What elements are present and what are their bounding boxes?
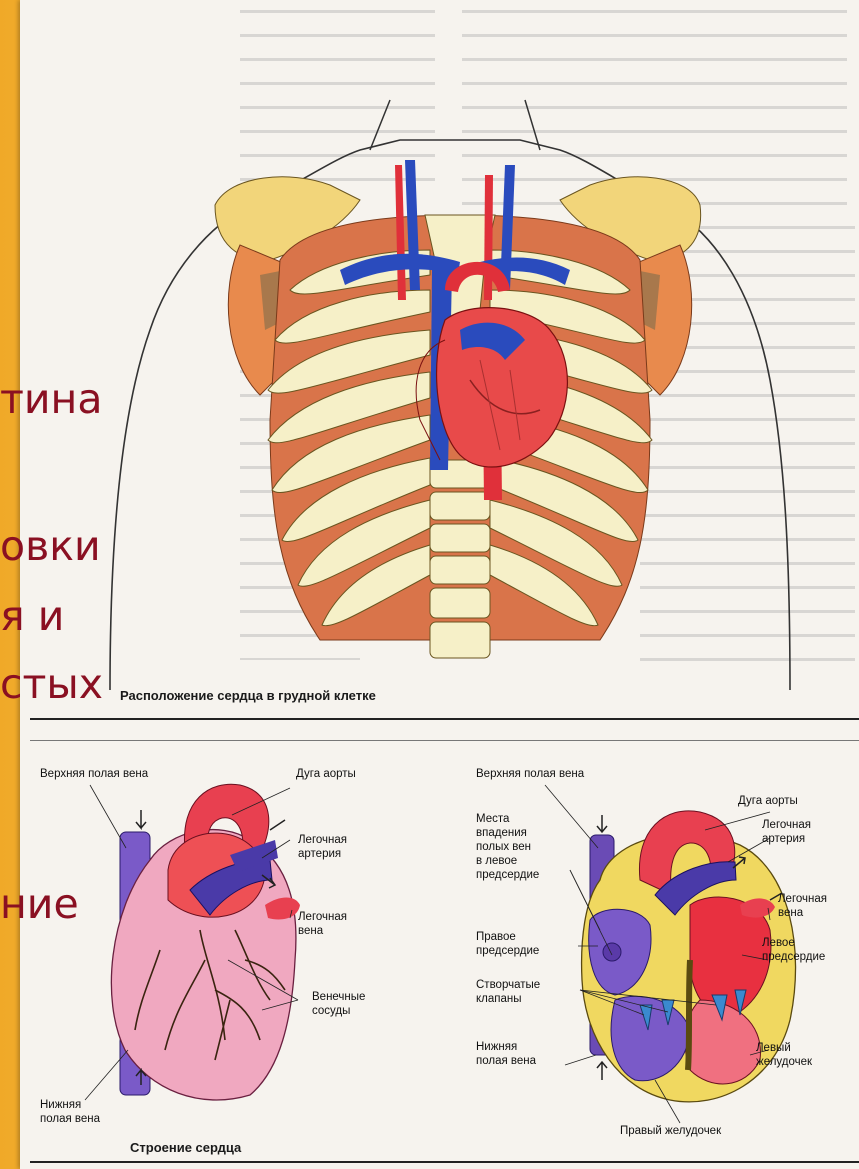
label-right-pulmonary-artery: Легочная артерия bbox=[762, 818, 811, 846]
label-left-coronary: Венечные сосуды bbox=[312, 990, 365, 1018]
label-right-svc: Верхняя полая вена bbox=[476, 767, 584, 781]
label-left-svc: Верхняя полая вена bbox=[40, 767, 148, 781]
label-right-right-atrium: Правое предсердие bbox=[476, 930, 539, 958]
right-carotid-artery bbox=[484, 175, 493, 300]
figure-caption-bottom: Строение сердца bbox=[130, 1140, 241, 1155]
rule-top bbox=[30, 718, 859, 720]
slide-text-fragment-3: я и bbox=[0, 592, 64, 640]
rule-divider-1 bbox=[30, 740, 859, 741]
heart-section-illustration bbox=[545, 785, 796, 1123]
septum bbox=[688, 960, 690, 1070]
label-left-pulmonary-artery: Легочная артерия bbox=[298, 833, 347, 861]
label-right-left-ventricle: Левый желудочек bbox=[756, 1041, 812, 1069]
slide-text-fragment-4: стых bbox=[0, 660, 103, 708]
label-right-valves: Створчатые клапаны bbox=[476, 978, 540, 1006]
label-left-aortic-arch: Дуга аорты bbox=[296, 767, 356, 781]
label-right-pulmonary-vein: Легочная вена bbox=[778, 892, 827, 920]
slide-text-fragment-2: овки bbox=[0, 522, 101, 570]
label-left-pulmonary-vein: Легочная вена bbox=[298, 910, 347, 938]
rule-bottom bbox=[30, 1161, 859, 1163]
slide-text-fragment-1: тина bbox=[0, 375, 102, 423]
label-right-aortic-arch: Дуга аорты bbox=[738, 794, 798, 808]
slide-text-fragment-5: ние bbox=[0, 880, 79, 928]
label-right-entry: Места впадения полых вен в левое предсер… bbox=[476, 812, 539, 882]
label-left-ivc: Нижняя полая вена bbox=[40, 1098, 100, 1126]
label-right-right-ventricle: Правый желудочек bbox=[620, 1124, 721, 1138]
figure-caption-top: Расположение сердца в грудной клетке bbox=[120, 688, 376, 703]
heart-exterior-illustration bbox=[85, 784, 300, 1100]
label-right-ivc: Нижняя полая вена bbox=[476, 1040, 536, 1068]
vena-cava-opening bbox=[603, 943, 621, 961]
label-right-left-atrium: Левое предсердие bbox=[762, 936, 825, 964]
